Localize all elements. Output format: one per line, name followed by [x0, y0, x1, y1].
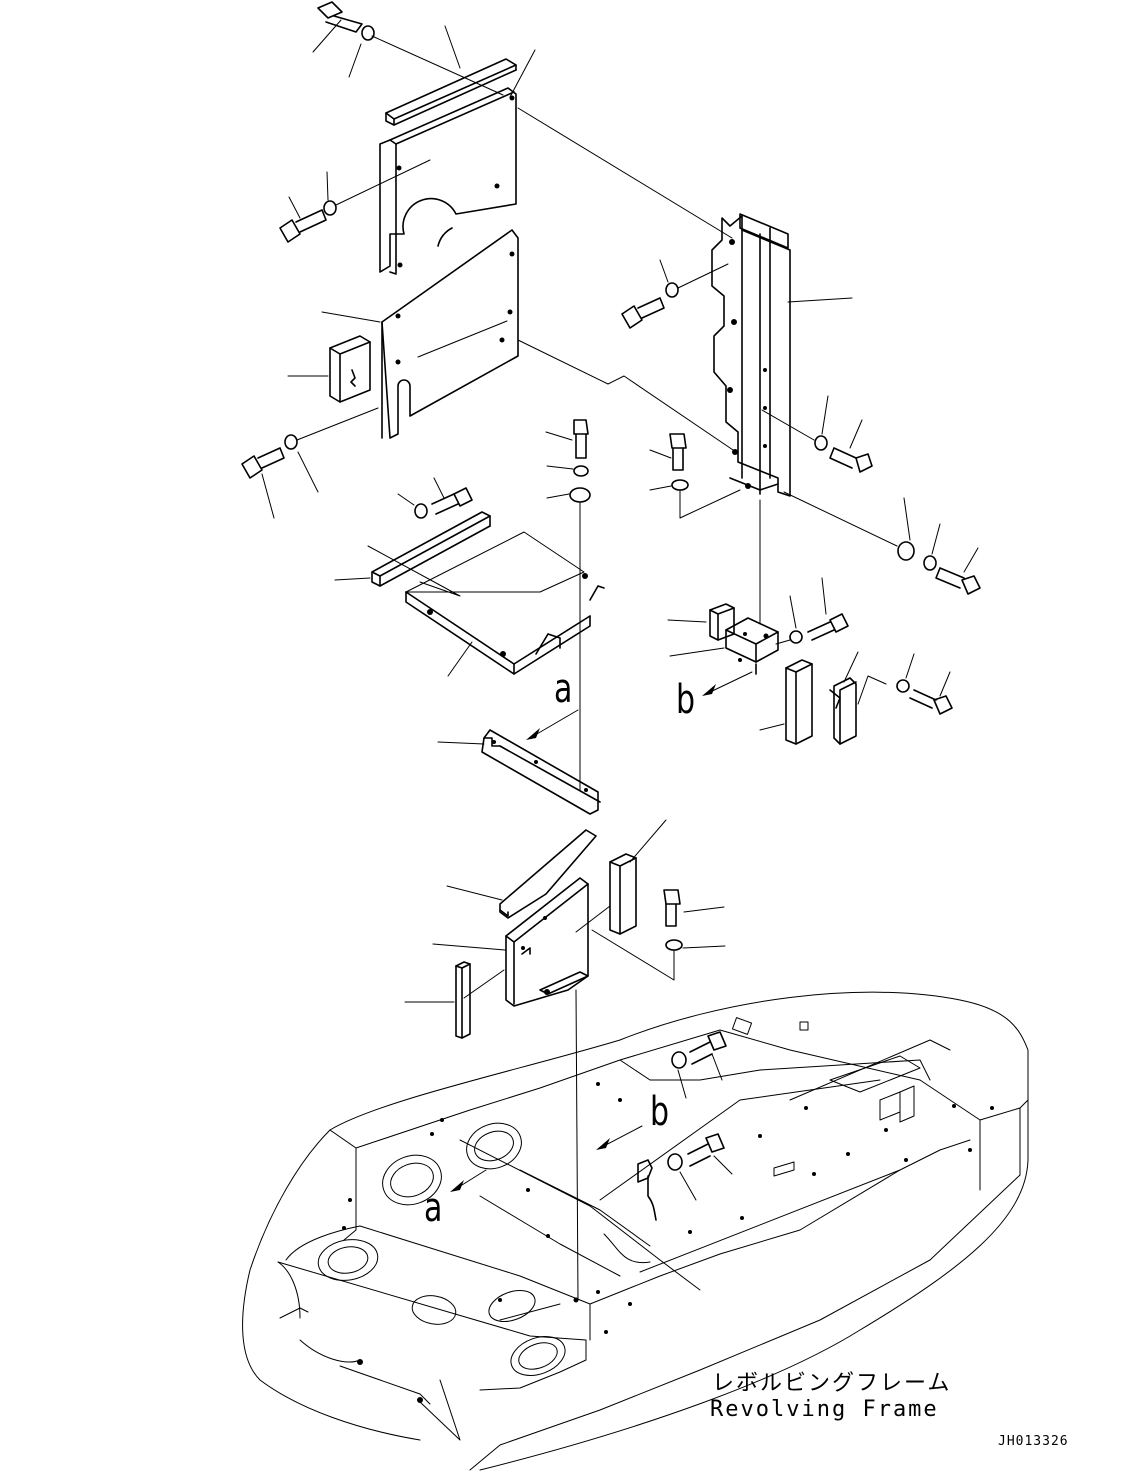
thin-seal-rod	[455, 961, 471, 1039]
upper-cover-plate	[379, 87, 517, 275]
bolt-right-middle	[829, 447, 873, 473]
bolt-center-b	[669, 433, 687, 471]
bolt-center-a	[573, 419, 589, 459]
curved-seal-strip	[499, 829, 597, 919]
caption-english: Revolving Frame	[710, 1397, 939, 1422]
view-label-b-lower: b	[650, 1089, 670, 1135]
view-label-a: a	[554, 666, 573, 712]
bolt-frame-lower	[687, 1133, 725, 1167]
rubber-block-vertical	[609, 853, 637, 935]
lower-tray-cover	[405, 531, 605, 675]
top-bolt	[317, 1, 363, 33]
vertical-mounting-bracket	[711, 213, 791, 497]
lower-side-panel	[505, 877, 589, 1007]
bolt-frame-upper	[689, 1031, 727, 1065]
rubber-pad-small	[329, 335, 371, 403]
bolt-left-upper	[279, 209, 327, 243]
revolving-frame	[242, 991, 1029, 1471]
rubber-block-right	[785, 659, 813, 745]
bolt-clip	[909, 689, 953, 715]
drawing-code: JH013326	[998, 1434, 1069, 1449]
middle-cover-plate	[381, 227, 519, 439]
bracket-b-part	[725, 617, 779, 675]
bolt-far-right	[935, 567, 981, 595]
view-label-a-lower: a	[424, 1185, 443, 1231]
view-label-b: b	[676, 677, 696, 723]
caption-japanese: レボルビングフレーム	[712, 1371, 952, 1396]
clip-bracket	[829, 677, 857, 745]
bolt-left-lower	[241, 447, 285, 479]
rubber-seal-bar-top	[385, 58, 517, 126]
bracket-a-part	[481, 729, 601, 815]
top-washer	[361, 25, 375, 41]
frame-clip	[637, 1159, 657, 1221]
stopper-block	[709, 603, 735, 641]
bolt-bracket-b	[807, 613, 849, 641]
seal-bar-tray	[371, 511, 491, 587]
bolt-tray	[431, 487, 473, 515]
bolt-lower-center	[663, 889, 681, 927]
bolt-right-upper	[621, 297, 665, 329]
